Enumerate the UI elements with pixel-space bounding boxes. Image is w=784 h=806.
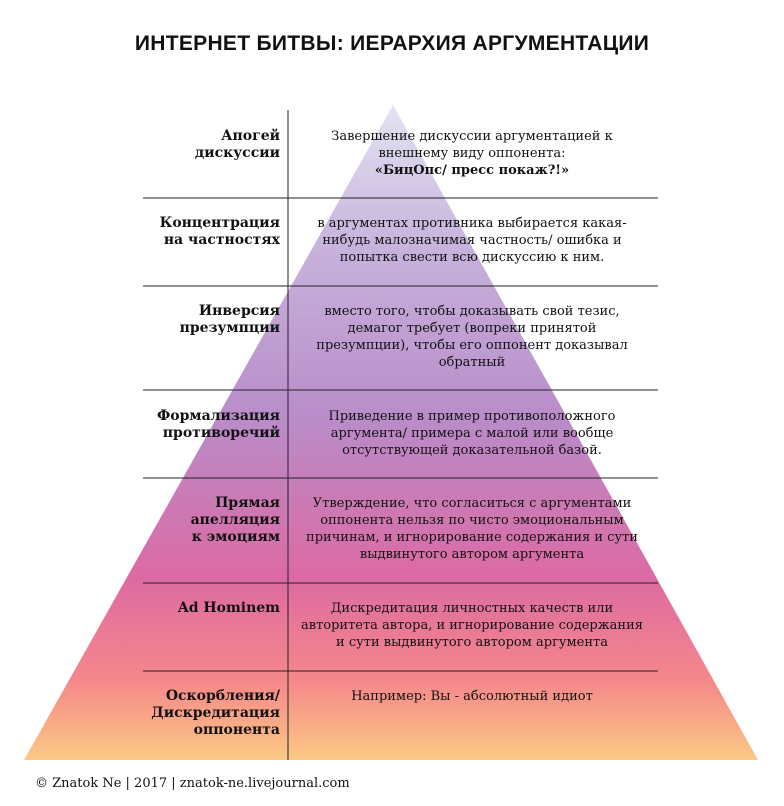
level-label-line: Дискредитация bbox=[151, 705, 280, 721]
level-description-line: авторитета автора, и игнорирование содер… bbox=[301, 618, 643, 633]
level-description-line: аргумента/ примера с малой или вообще bbox=[330, 426, 614, 441]
level-description-line: Приведение в пример противоположного bbox=[328, 409, 616, 424]
level-description-line: внешнему виду оппонента: bbox=[378, 146, 566, 161]
level-label-line: Ad Hominem bbox=[177, 600, 280, 616]
level-description: Дискредитация личностных качеств или авто… bbox=[296, 600, 648, 651]
level-label: Ad Hominem bbox=[150, 600, 280, 617]
level-description-line: Например: Вы - абсолютный идиот bbox=[351, 689, 593, 704]
level-description-line: демагог требует (вопреки принятой bbox=[347, 321, 597, 336]
level-label-line: оппонента bbox=[193, 722, 280, 738]
level-description-line: причинам, и игнорирование содержания и с… bbox=[306, 530, 638, 545]
level-description-line: оппонента нельзя по чисто эмоциональным bbox=[320, 513, 624, 528]
level-description-line: попытка свести всю дискуссию к ним. bbox=[339, 250, 605, 265]
level-label-line: к эмоциям bbox=[191, 529, 280, 545]
level-description: Утверждение, что согласиться с аргумента… bbox=[296, 495, 648, 563]
level-label-line: Апогей bbox=[221, 128, 280, 144]
level-description-line: презумпции), чтобы его оппонент доказыва… bbox=[316, 338, 628, 353]
level-label-line: Инверсия bbox=[198, 303, 280, 319]
level-description-line: отсутствующей доказательной базой. bbox=[342, 443, 602, 458]
level-description-line: Завершение дискуссии аргументацией к bbox=[331, 129, 613, 144]
level-description-emphasis: «БицОпс/ пресс покаж?!» bbox=[374, 163, 570, 178]
level-description: Приведение в пример противоположного аргу… bbox=[296, 408, 648, 459]
level-description-line: в аргументах противника выбирается какая… bbox=[317, 216, 627, 231]
page-title: ИНТЕРНЕТ БИТВЫ: ИЕРАРХИЯ АРГУМЕНТАЦИИ bbox=[134, 32, 650, 55]
level-label-line: Концентрация bbox=[159, 215, 280, 231]
level-label-line: презумпции bbox=[179, 320, 280, 336]
pyramid-shape bbox=[24, 105, 758, 760]
level-description-line: нибудь малозначимая частность/ ошибка и bbox=[322, 233, 622, 248]
level-description-line: выдвинутого автором аргумента bbox=[359, 547, 585, 562]
footer-credit: © Znatok Ne | 2017 | znatok-ne.livejourn… bbox=[35, 776, 350, 791]
level-label-line: Оскорбления/ bbox=[165, 688, 280, 704]
level-label-line: дискуссии bbox=[194, 145, 280, 161]
level-description: в аргументах противника выбирается какая… bbox=[296, 215, 648, 266]
level-description-line: вместо того, чтобы доказывать свой тезис… bbox=[324, 304, 620, 319]
level-label-line: Прямая bbox=[215, 495, 280, 511]
level-description: вместо того, чтобы доказывать свой тезис… bbox=[296, 303, 648, 371]
level-label-line: противоречий bbox=[162, 425, 280, 441]
level-label-line: Формализация bbox=[157, 408, 280, 424]
level-label-line: на частностях bbox=[163, 232, 280, 248]
level-description-line: Утверждение, что согласиться с аргумента… bbox=[312, 496, 632, 511]
level-label-line: апелляция bbox=[190, 512, 280, 528]
level-description-line: и сути выдвинутого автором аргумента bbox=[336, 635, 608, 650]
level-description: Например: Вы - абсолютный идиот bbox=[296, 688, 648, 705]
level-description-line: обратный bbox=[438, 355, 506, 370]
level-description-line: Дискредитация личностных качеств или bbox=[330, 601, 614, 616]
level-description: Завершение дискуссии аргументацией к внеш… bbox=[296, 128, 648, 179]
